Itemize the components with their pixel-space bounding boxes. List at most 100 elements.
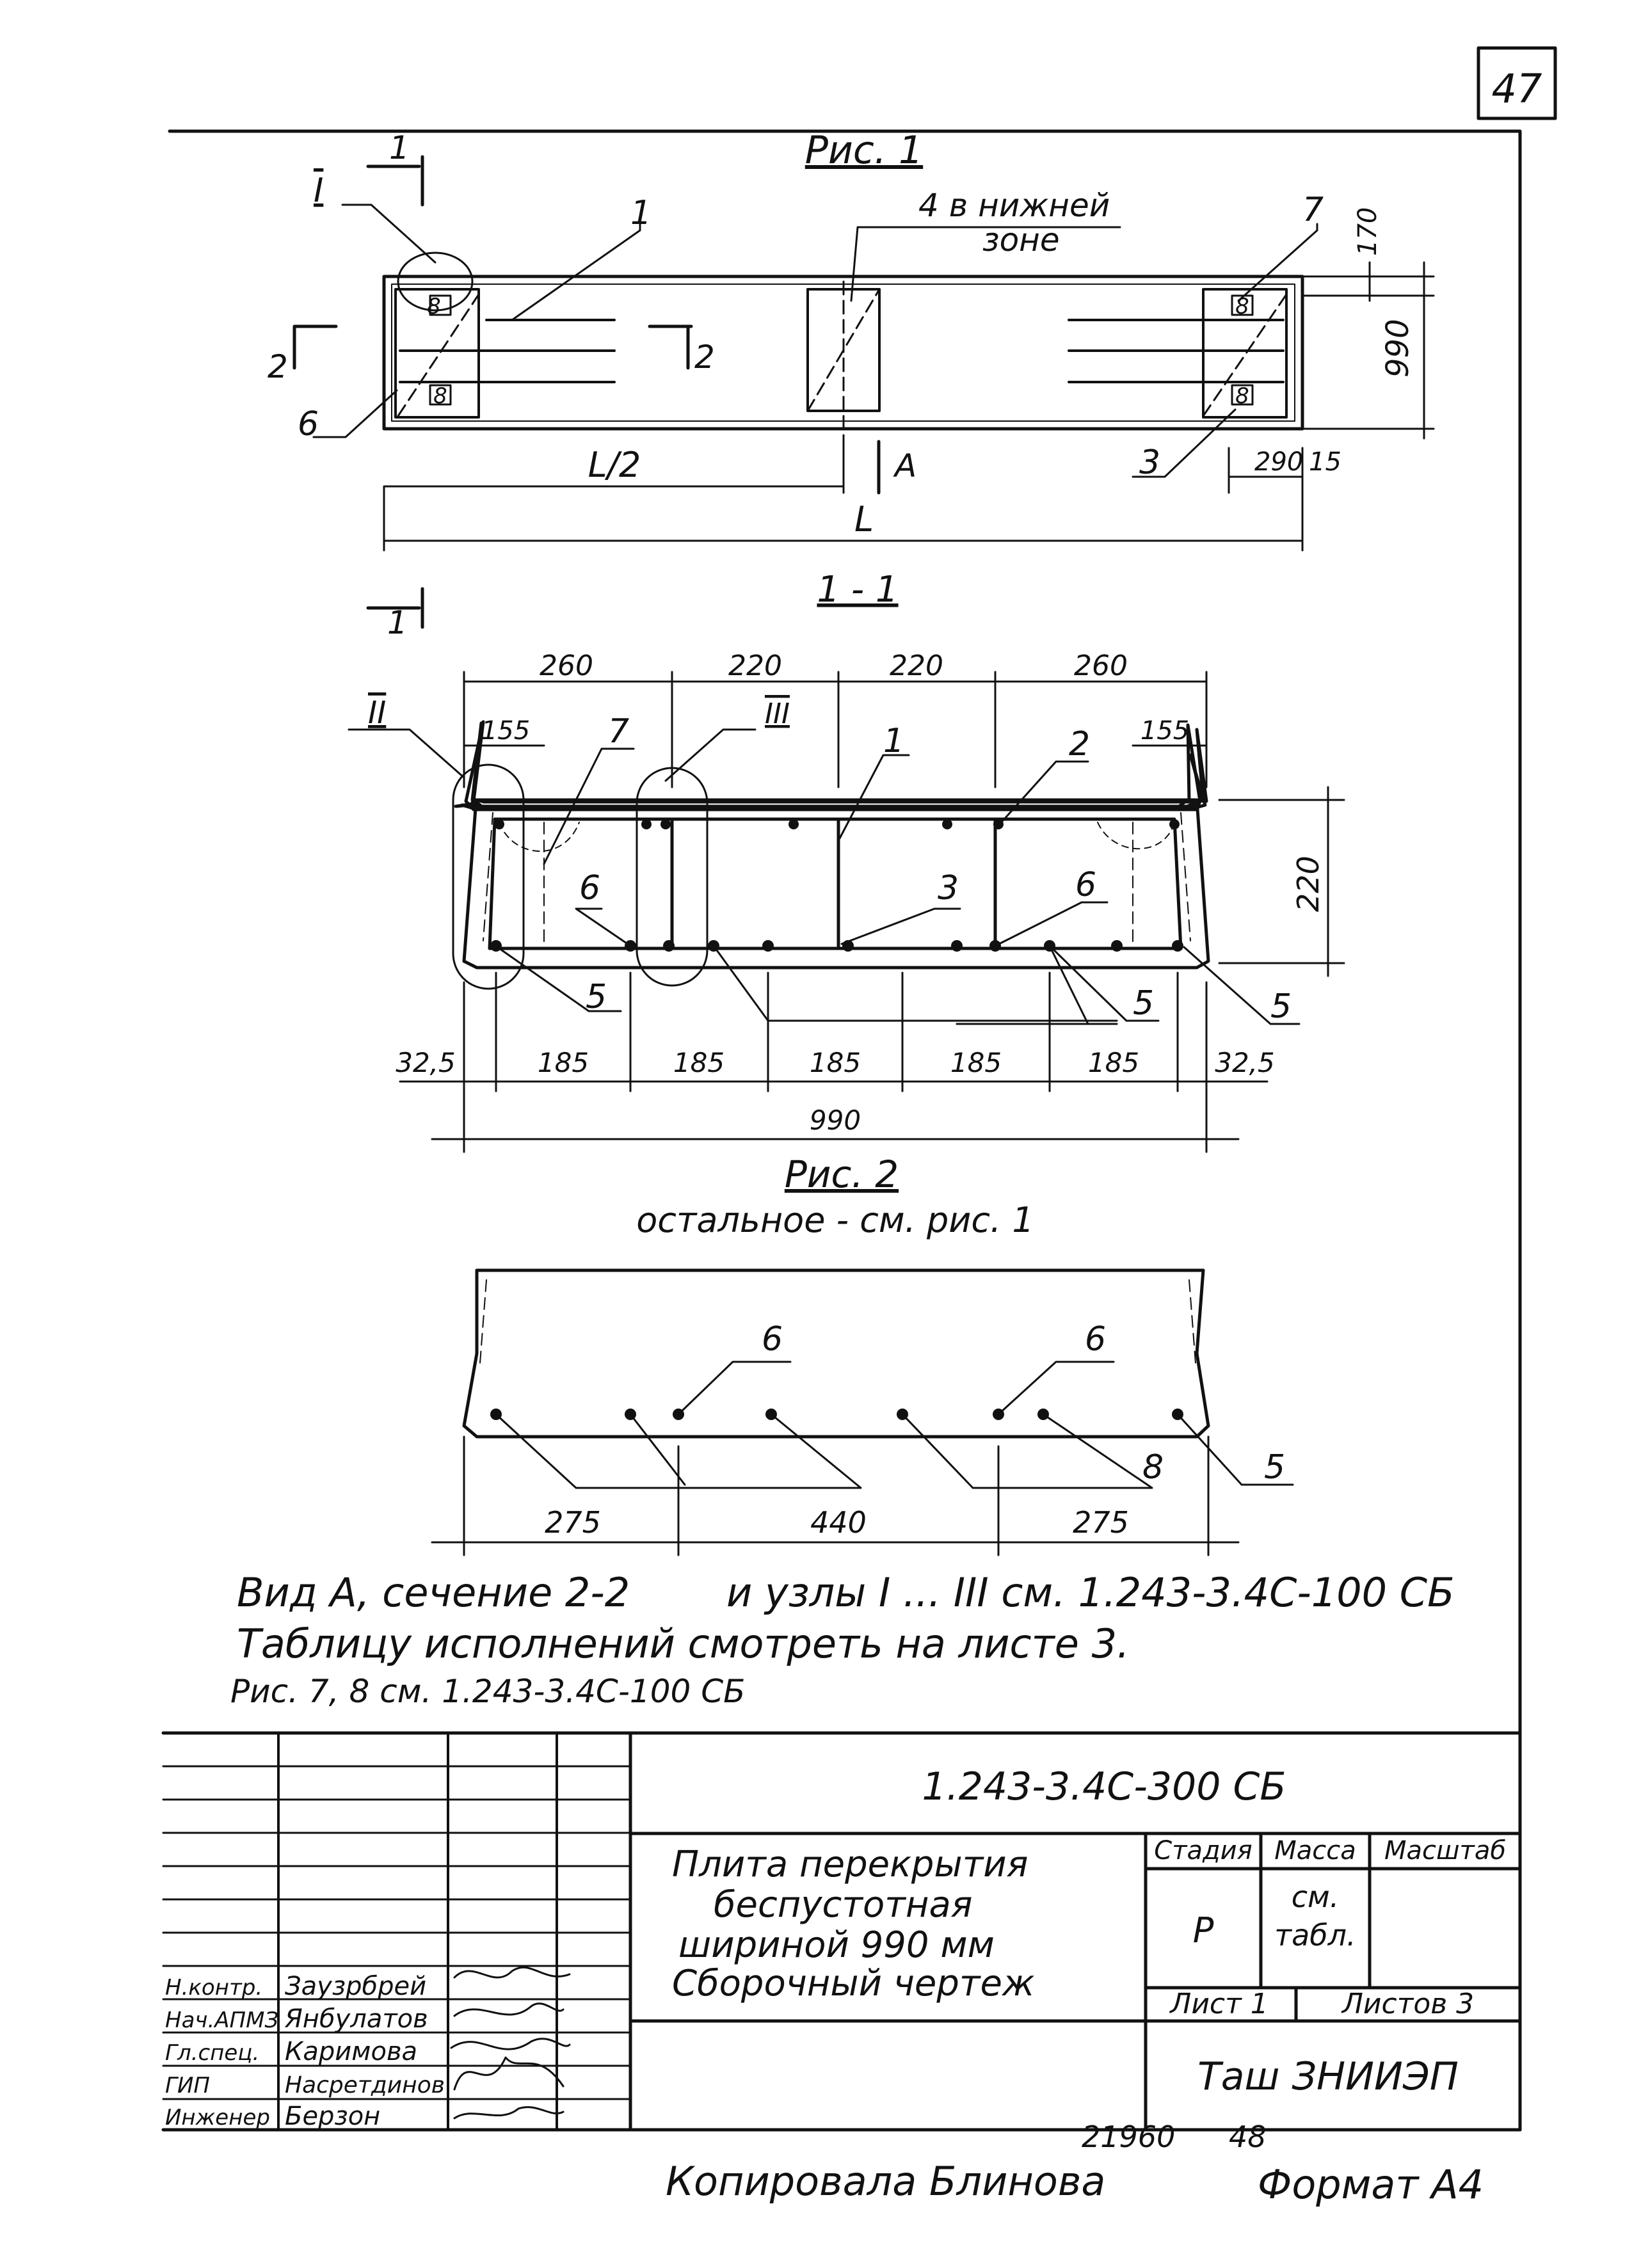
staff-name-2: Янбулатов <box>284 2004 428 2034</box>
section11-outline <box>454 728 1208 810</box>
staff-role-1: Н.контр. <box>165 1975 262 2000</box>
fig2-bars <box>490 1409 1183 1420</box>
fig1-end-frame-left <box>394 288 480 419</box>
mass-value-2: табл. <box>1274 1918 1356 1953</box>
section11-dim-155b: 155 <box>1141 716 1189 746</box>
section11-dim-990: 990 <box>810 1105 861 1136</box>
copied-by: Копировала Блинова <box>666 2158 1105 2205</box>
fig1-sec1-top: 1 <box>389 129 410 166</box>
section11-dim-325b: 32,5 <box>1215 1047 1275 1078</box>
fig1-dim-990: 990 <box>1380 319 1416 378</box>
section11-dim-155a: 155 <box>481 716 530 746</box>
section11-dim-220b: 220 <box>890 650 943 682</box>
col-scale: Масштаб <box>1384 1836 1506 1865</box>
fig2-dim-275b: 275 <box>1073 1505 1129 1540</box>
sheet-frame: 47 <box>168 46 1557 2132</box>
note-line3: Рис. 7, 8 см. 1.243-3.4С-100 СБ <box>230 1673 745 1710</box>
section11-pos-7: 7 <box>608 712 629 751</box>
section11-dim-185b: 185 <box>673 1047 724 1078</box>
fig2-pos-6a: 6 <box>762 1320 783 1359</box>
note-line1a: Вид А, сечение 2-2 <box>237 1569 630 1616</box>
fig1-pos-8c: 8 <box>1235 294 1249 319</box>
note-line1b: и узлы I ... III см. 1.243-3.4С-100 СБ <box>726 1569 1455 1616</box>
mass-value-1: см. <box>1292 1880 1340 1914</box>
organization: Таш ЗНИИЭП <box>1197 2054 1459 2099</box>
title-line-3: шириной 990 мм <box>678 1924 995 1966</box>
section11-dim-260b: 260 <box>1074 650 1128 682</box>
fig1-dim-15: 15 <box>1309 447 1341 477</box>
fig2: Рис. 2 остальное - см. рис. 1 6 6 8 5 27… <box>431 1153 1294 1556</box>
sheet-label: Лист 1 <box>1169 1988 1268 2020</box>
fig1-dim-290: 290 <box>1254 447 1303 477</box>
fig1-sec2-left: 2 <box>268 348 288 385</box>
title-block: 1.243-3.4С-300 СБ Плита перекрытия беспу… <box>161 1731 1522 2132</box>
fig1-bottom-zone-label: 4 в нижней <box>918 187 1110 224</box>
staff-role-3: Гл.спец. <box>165 2040 259 2066</box>
fig1-dim-L2: L/2 <box>588 445 641 485</box>
doc-code: 1.243-3.4С-300 СБ <box>922 1764 1286 1809</box>
fig2-pos-8: 8 <box>1142 1448 1164 1487</box>
col-mass: Масса <box>1274 1836 1356 1865</box>
fig1-end-frame-right <box>1202 288 1288 419</box>
staff-role-4: ГИП <box>165 2073 210 2098</box>
section11-pos-1: 1 <box>883 722 904 760</box>
staff-role-2: Нач.АПМЗ <box>165 2008 278 2033</box>
section11-dim-260a: 260 <box>540 650 593 682</box>
fig1-dim-L: L <box>854 499 874 539</box>
fig1-dim-170: 170 <box>1353 207 1382 256</box>
sheet-number: 47 <box>1492 65 1542 112</box>
fig2-pos-5: 5 <box>1264 1448 1285 1487</box>
fig2-title: Рис. 2 <box>785 1153 899 1196</box>
fig1-node-I: I <box>314 172 323 210</box>
col-stage: Стадия <box>1154 1836 1252 1865</box>
stage-value: Р <box>1193 1910 1214 1951</box>
section11-dim-220-right: 220 <box>1291 856 1325 912</box>
fig2-dim-275a: 275 <box>545 1505 601 1540</box>
fig1-pos-3: 3 <box>1139 443 1160 482</box>
section11-dim-185d: 185 <box>950 1047 1002 1078</box>
fig1-sec1-bottom: 1 <box>387 604 408 641</box>
note-line2: Таблицу исполнений смотреть на листе 3. <box>237 1620 1130 1667</box>
fig1-pos-8a: 8 <box>427 294 441 319</box>
staff-name-4: Насретдинов <box>285 2072 445 2098</box>
section11-pos-6a: 6 <box>579 869 600 907</box>
fig2-subtitle: остальное - см. рис. 1 <box>636 1200 1034 1240</box>
fig1-title: Рис. 1 <box>805 128 923 173</box>
footer-number: 21960 <box>1082 2120 1175 2154</box>
staff-role-5: Инженер <box>165 2105 270 2130</box>
fig1-pos-6: 6 <box>298 405 319 443</box>
fig1-bottom-zone-label2: зоне <box>982 221 1060 259</box>
fig1-pos-1: 1 <box>630 194 652 232</box>
section11-node-II: II <box>368 695 386 731</box>
section11-dim-220a: 220 <box>728 650 782 682</box>
staff-name-3: Каримова <box>285 2037 417 2066</box>
fig2-pos-6b: 6 <box>1085 1320 1106 1359</box>
section11-dim-185a: 185 <box>538 1047 589 1078</box>
footer-format: Формат А4 <box>1258 2161 1484 2208</box>
section11-pos-5c: 5 <box>1270 987 1292 1026</box>
fig1-sec2-right: 2 <box>694 339 715 376</box>
section11-dim-325a: 32,5 <box>396 1047 456 1078</box>
section-1-1: 1 - 1 260 220 <box>348 569 1345 1153</box>
fig1-plan: Рис. 1 I 1 4 в нижней зоне 7 6 3 8 8 8 8… <box>268 128 1435 641</box>
footer: Копировала Блинова 21960 48 Формат А4 <box>666 2120 1484 2208</box>
section11-pos-5a: 5 <box>586 978 607 1016</box>
section11-pos-6b: 6 <box>1075 866 1096 904</box>
section11-dim-185c: 185 <box>810 1047 861 1078</box>
staff-name-1: Заузрбрей <box>285 1972 426 2001</box>
fig2-dim-440: 440 <box>810 1505 867 1540</box>
title-line-1: Плита перекрытия <box>672 1844 1028 1885</box>
fig1-pos-8b: 8 <box>433 383 447 409</box>
sheets-label: Листов 3 <box>1341 1988 1474 2020</box>
staff-name-5: Берзон <box>285 2102 380 2131</box>
section11-pos-5b: 5 <box>1133 984 1154 1023</box>
signatures <box>450 1966 571 2120</box>
fig1-pos-7: 7 <box>1302 191 1324 229</box>
section11-dim-185e: 185 <box>1088 1047 1139 1078</box>
notes: Вид А, сечение 2-2 и узлы I ... III см. … <box>230 1569 1455 1710</box>
section11-title: 1 - 1 <box>817 569 898 611</box>
title-line-2: беспустотная <box>714 1884 972 1926</box>
title-line-4: Сборочный чертеж <box>672 1963 1034 2004</box>
fig1-pos-8d: 8 <box>1235 383 1249 409</box>
